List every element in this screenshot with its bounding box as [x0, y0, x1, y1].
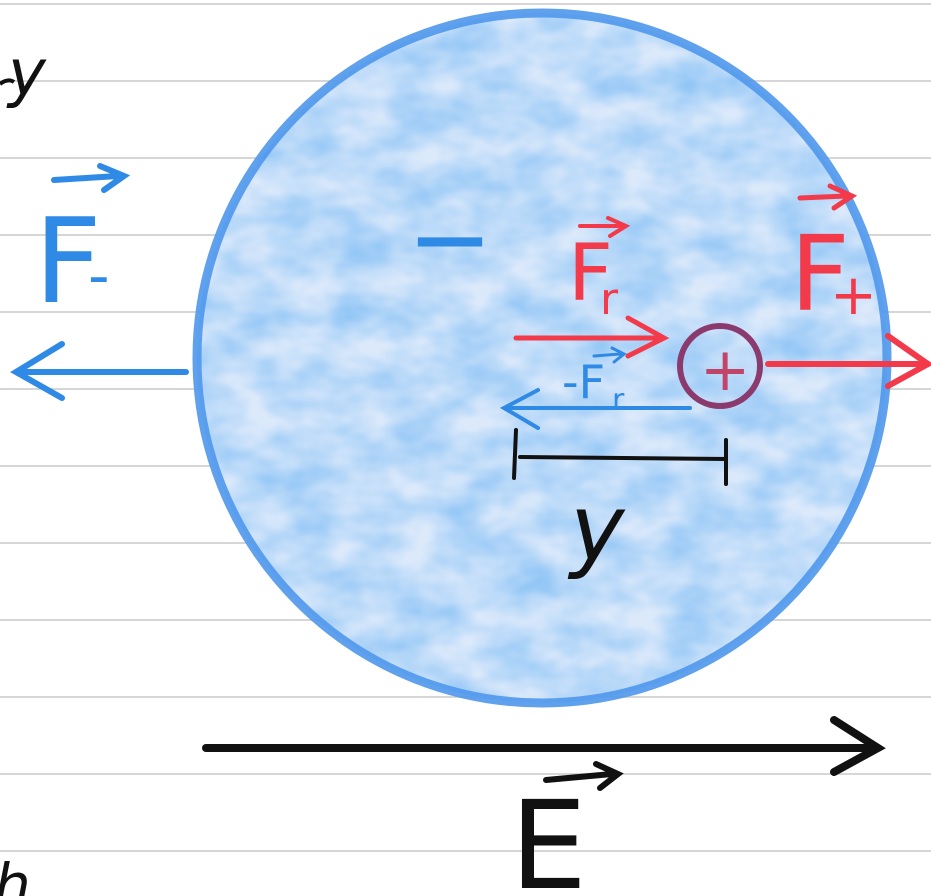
vector-hat-icon: [578, 216, 631, 238]
positive-charge-symbol: +: [700, 335, 750, 405]
vector-hat-icon: [797, 183, 858, 211]
positive-charge: +: [677, 323, 763, 409]
vector-hat-icon: [543, 761, 624, 791]
svg-text:E: E: [510, 775, 587, 896]
svg-text:-: -: [88, 241, 110, 311]
vector-hat-icon: [51, 163, 131, 193]
proton-force-label: F +: [790, 183, 877, 335]
negative-charge-sign: —: [414, 195, 486, 279]
field-label: E: [510, 761, 624, 896]
electron-force-label: F -: [34, 163, 131, 330]
neg-restoring-force-label: -F r: [562, 346, 627, 418]
vector-hat-icon: [592, 346, 627, 364]
svg-text:F: F: [568, 229, 613, 319]
field-arrow: [202, 716, 886, 776]
displacement-label: y: [567, 475, 626, 582]
svg-text:F: F: [790, 213, 850, 335]
svg-text:r: r: [600, 274, 619, 325]
svg-text:r: r: [612, 383, 625, 418]
neg-restoring-force-arrow: [499, 388, 692, 430]
corner-bottom-label: h: [0, 851, 31, 896]
proton-force-arrow: [765, 333, 931, 389]
svg-text:+: +: [830, 263, 877, 328]
restoring-force-arrow: [513, 315, 670, 359]
corner-top-label: y: [6, 37, 47, 111]
corner-top-dot: [0, 78, 16, 86]
restoring-force-label: F r: [568, 216, 631, 325]
electron-force-arrow: [10, 341, 189, 401]
charge-sphere: [192, 8, 892, 708]
svg-text:F: F: [34, 192, 102, 330]
svg-text:-F: -F: [562, 355, 605, 409]
displacement-bracket: [512, 428, 728, 486]
